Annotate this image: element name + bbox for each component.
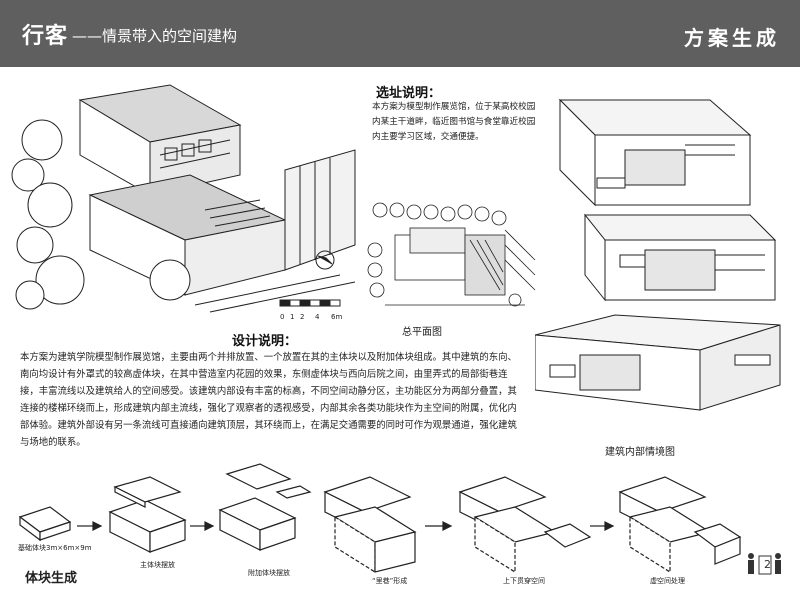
design-description: 本方案为建筑学院模型制作展览馆，主要由两个并排放置、一个放置在其的主体块以及附加… [20,352,517,448]
massing-caption-6: 虚空间处理 [650,577,685,585]
massing-caption-4: “里巷”形成 [372,577,408,585]
site-plan-drawing [367,202,536,307]
page-title: 行客 [22,24,69,49]
massing-caption-3: 附加体块摆放 [248,569,290,577]
scale-label-1: 1 [290,313,295,321]
header-bar [0,0,800,67]
interior-scene-drawings [535,98,781,411]
massing-caption-1: 基础体块3m×6m×9m [18,544,92,552]
scale-label-2: 2 [300,313,305,321]
site-heading: 选址说明： [376,86,442,101]
massing-caption-2: 主体块摆放 [140,561,175,569]
site-description: 本方案为模型制作展览馆，位于某高校校园内某主干道畔，临近图书馆与食堂靠近校园内主… [372,102,536,142]
scale-label-4: 4 [315,313,320,321]
massing-title: 体块生成 [25,571,78,586]
page-number: 2 [764,558,771,571]
massing-diagrams [18,463,742,574]
section-title: 方案生成 [684,26,780,50]
page-subtitle: ——情景带入的空间建构 [72,27,238,45]
design-heading: 设计说明： [232,334,298,349]
people-icon [748,553,781,575]
site-plan-label: 总平面图 [402,327,442,338]
scale-label-0: 0 [280,313,285,321]
massing-caption-5: 上下贯穿空间 [503,577,545,585]
scale-label-6m: 6m [331,313,343,321]
axonometric-drawing [11,84,356,313]
interior-scene-label: 建筑内部情境图 [605,447,675,458]
